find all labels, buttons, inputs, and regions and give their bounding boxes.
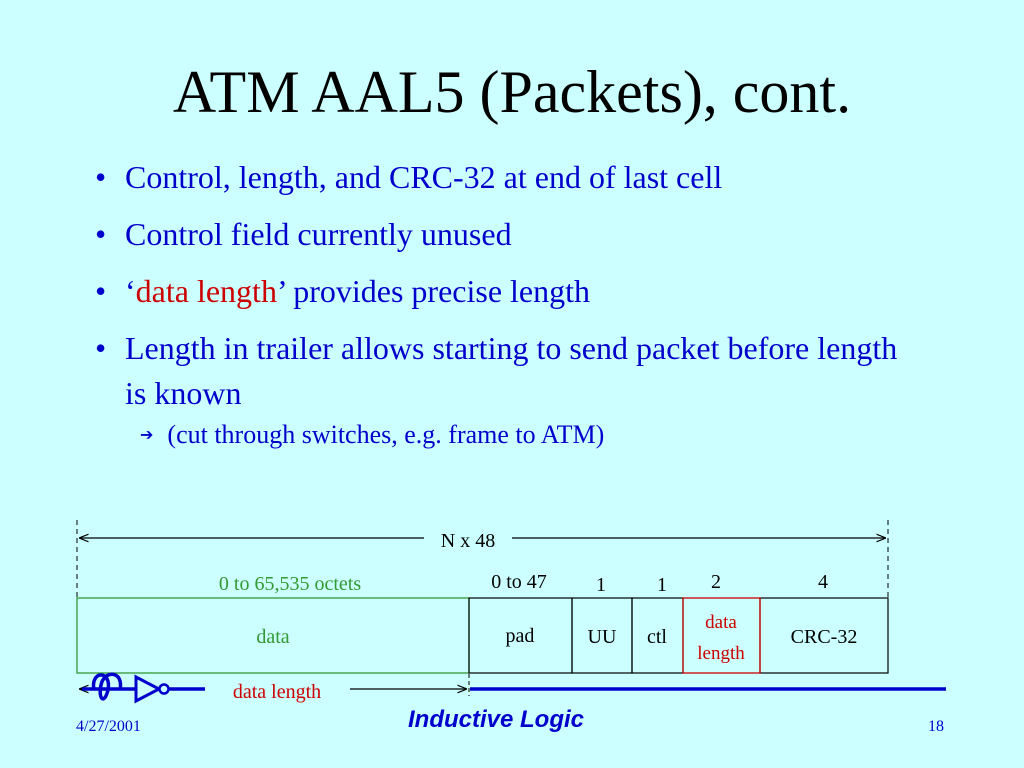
footer-brand: Inductive Logic <box>408 706 585 733</box>
total-width-label: N x 48 <box>441 530 495 552</box>
bullet-text-suffix: ’ provides precise length <box>276 273 591 309</box>
arrow-right-icon: ➔ <box>140 427 154 444</box>
bullet-item: • ‘data length’ provides precise length <box>95 269 915 314</box>
inductive-logic-logo-icon <box>82 672 205 704</box>
bullet-item: • Control field currently unused <box>95 212 915 257</box>
bullet-dot-icon: • <box>95 273 107 309</box>
data-length-label: data length <box>233 681 321 703</box>
bullet-highlight: data length <box>135 273 277 309</box>
bullet-text-prefix: ‘ <box>125 273 136 309</box>
pad-field-label: pad <box>506 625 535 647</box>
bullet-list: • Control, length, and CRC-32 at end of … <box>95 155 915 428</box>
bullet-dot-icon: • <box>95 216 107 252</box>
bullet-text: Length in trailer allows starting to sen… <box>125 330 898 411</box>
data-size-label: 0 to 65,535 octets <box>219 573 361 595</box>
bullet-item: • Length in trailer allows starting to s… <box>95 326 915 416</box>
crc-size-label: 4 <box>818 571 828 593</box>
length-field-box <box>682 597 761 674</box>
bullet-text: Control, length, and CRC-32 at end of la… <box>125 159 723 195</box>
length-field-label-line1: data <box>705 612 737 633</box>
ctl-size-label: 1 <box>657 574 667 596</box>
bullet-dot-icon: • <box>95 330 107 366</box>
uu-size-label: 1 <box>596 574 606 596</box>
pad-size-label: 0 to 47 <box>491 571 547 593</box>
slide-title: ATM AAL5 (Packets), cont. <box>172 59 852 125</box>
uu-field-label: UU <box>588 626 617 648</box>
length-size-label: 2 <box>711 571 721 593</box>
data-field-label: data <box>256 626 289 648</box>
length-field-label-line2: length <box>697 643 745 664</box>
bullet-item: • Control, length, and CRC-32 at end of … <box>95 155 915 200</box>
bullet-text: Control field currently unused <box>125 216 512 252</box>
page-number: 18 <box>928 718 944 735</box>
crc-field-label: CRC-32 <box>791 626 858 648</box>
sub-bullet-text: (cut through switches, e.g. frame to ATM… <box>167 420 605 449</box>
sub-bullet: ➔ (cut through switches, e.g. frame to AT… <box>140 417 604 454</box>
ctl-field-label: ctl <box>647 626 667 648</box>
footer-date: 4/27/2001 <box>76 718 141 735</box>
bullet-dot-icon: • <box>95 159 107 195</box>
